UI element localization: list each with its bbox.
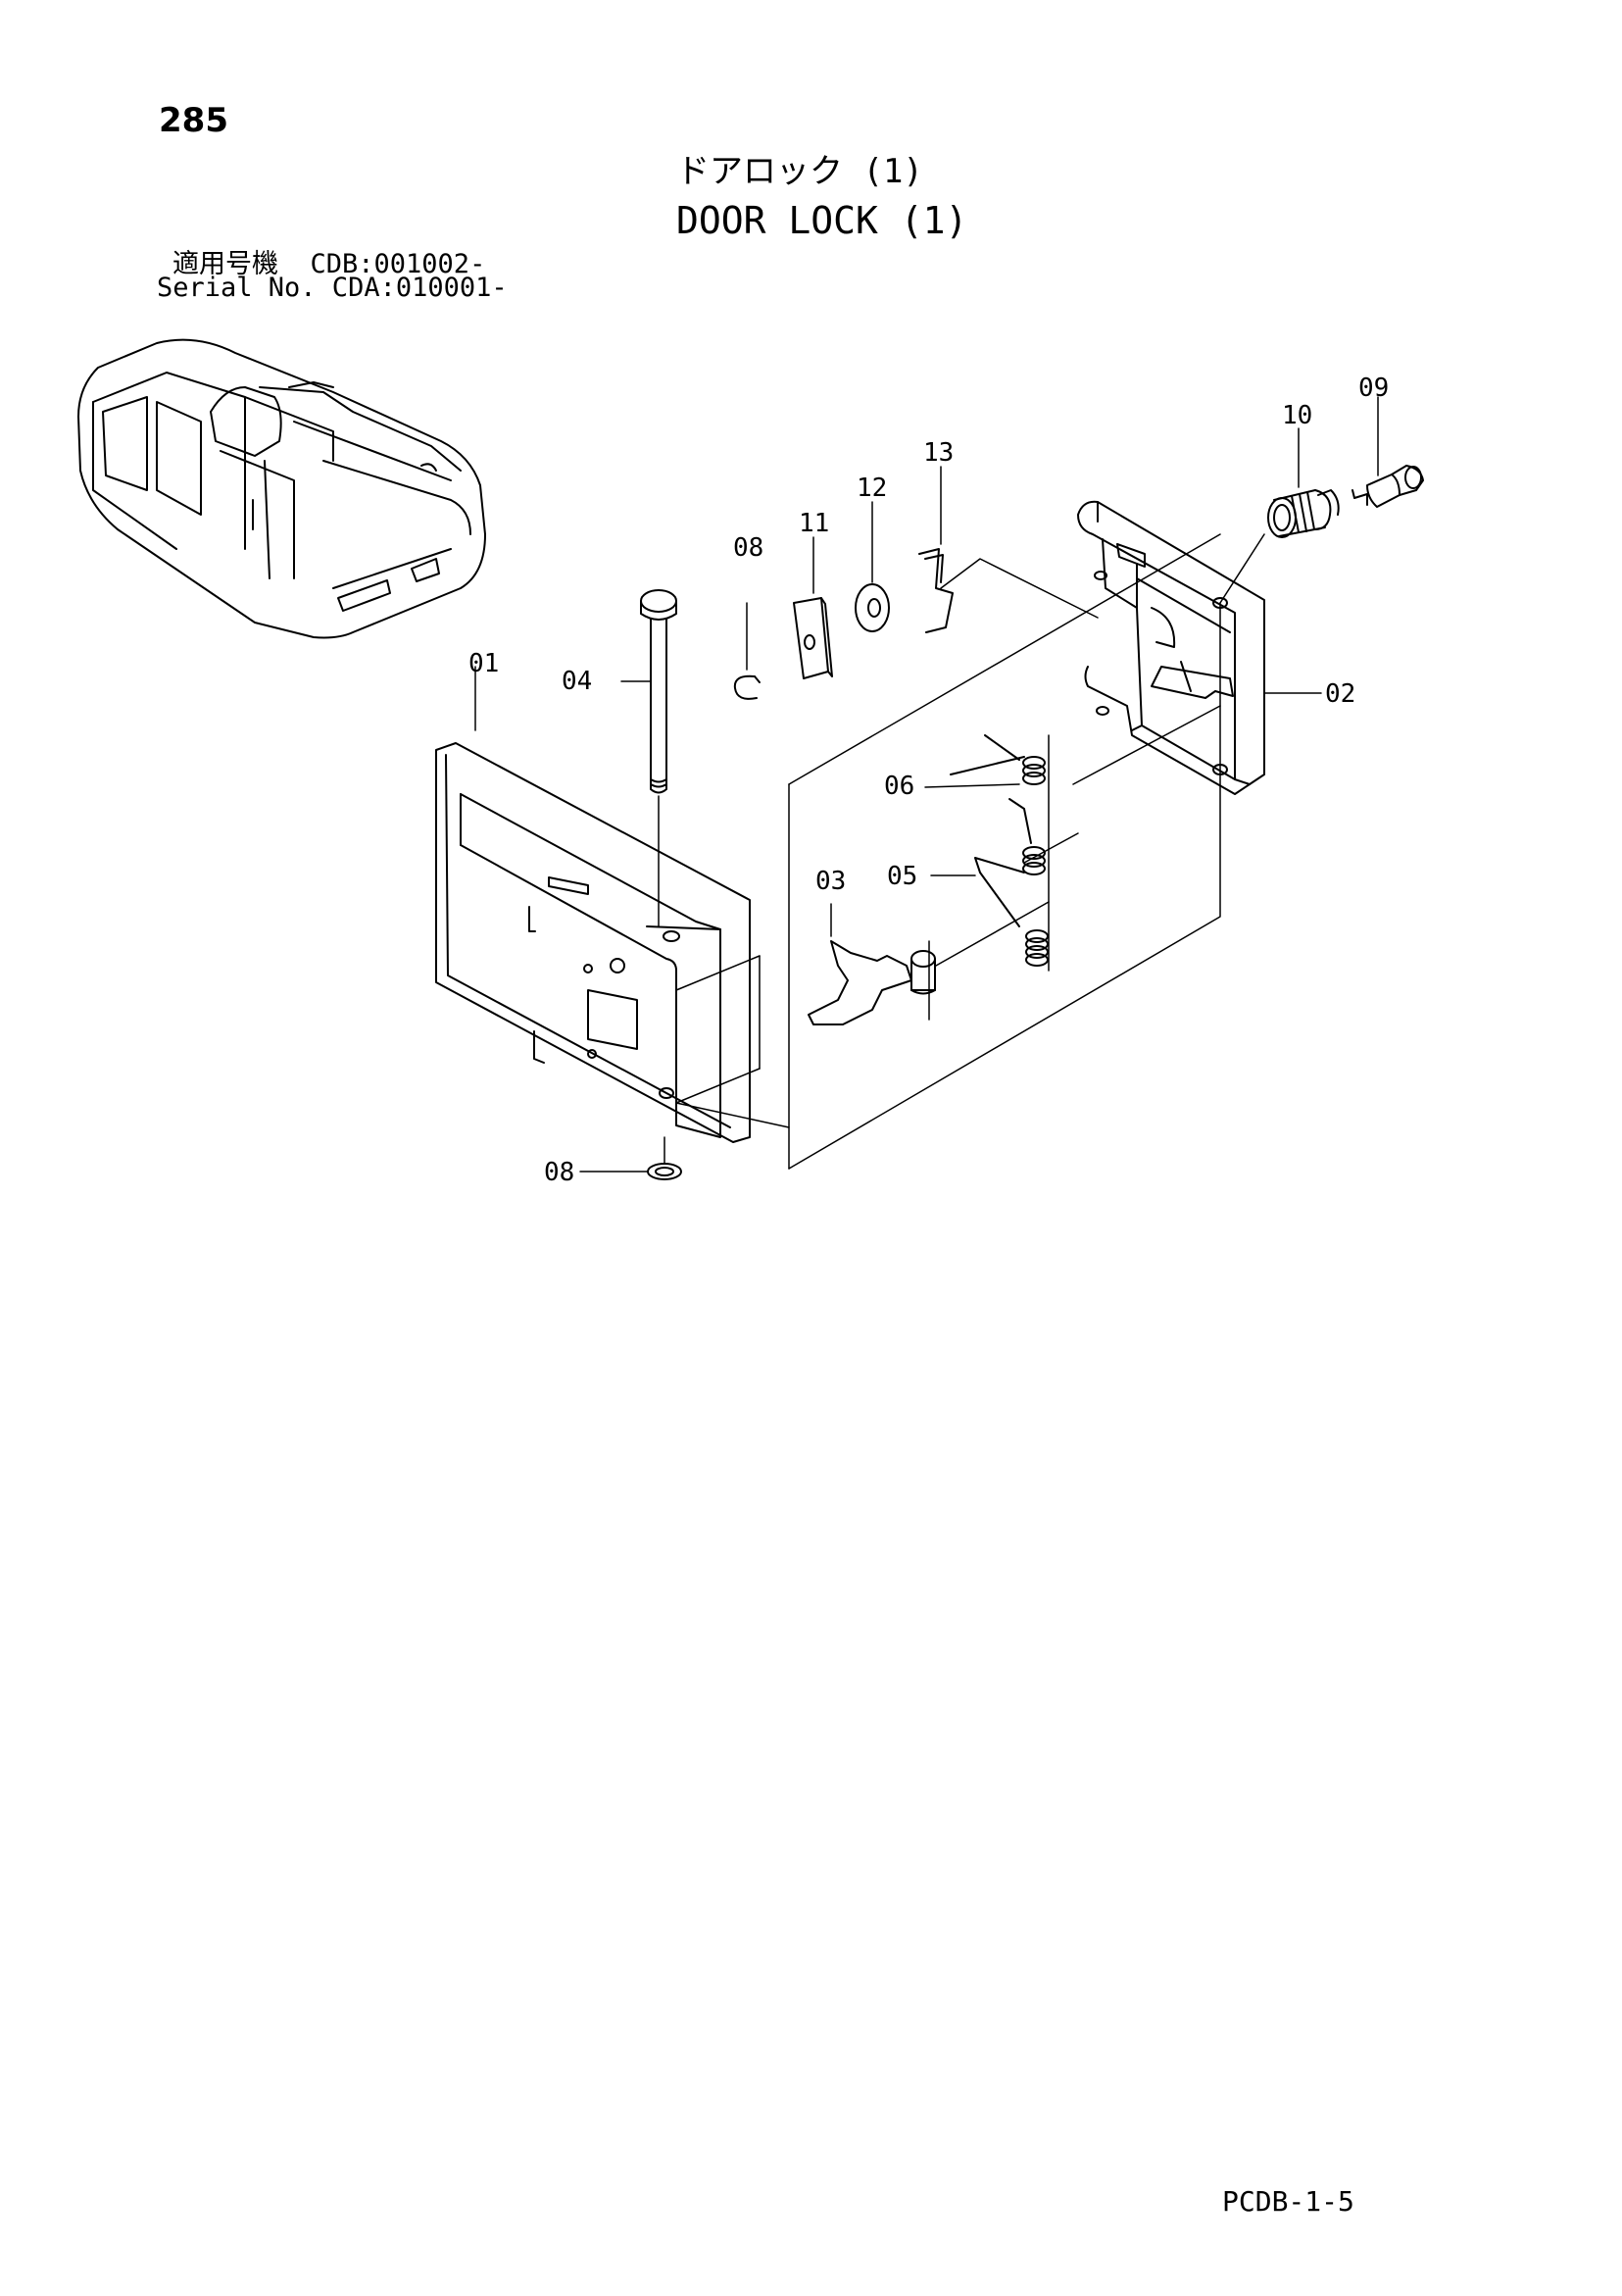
part-11-plate [793,536,833,679]
part-06-spring [924,734,1046,788]
footer-page-code: PCDB-1-5 [1222,2185,1354,2218]
callout-13: 13 [923,438,954,468]
part-08-e-ring-upper [733,602,761,700]
page-number: 285 [159,101,228,140]
callout-06: 06 [884,772,914,801]
callout-03: 03 [815,867,846,896]
part-04-pin [620,589,677,927]
part-13-clip [918,466,954,633]
assembly-lines [675,533,1221,1170]
callout-02: 02 [1325,679,1355,709]
part-01-lock-plate [435,666,751,1143]
part-08-e-ring-lower [579,1136,682,1180]
callout-08-upper: 08 [733,533,763,563]
part-02-bracket [1077,500,1322,795]
callout-12: 12 [857,474,887,503]
callout-09: 09 [1358,374,1389,403]
excavator-thumbnail [77,338,486,639]
callout-11: 11 [799,509,829,538]
serial-number-line: Serial No. CDA:010001- [157,273,508,303]
part-03-latch [808,903,936,1025]
part-12-washer [855,501,890,632]
part-10-bushing [1219,427,1340,604]
callout-10: 10 [1282,401,1312,430]
part-09-plunger [1352,396,1424,508]
page-title: DOOR LOCK (1) [676,199,968,242]
page-title-japanese: ドアロック (1) [676,152,923,191]
callout-04: 04 [562,667,592,696]
callout-05: 05 [887,862,917,891]
part-05-spring [930,798,1049,967]
callout-labels: 01 02 03 04 05 06 08 08 09 10 11 12 13 [468,374,1389,1187]
applicable-model-line: 適用号機 CDB:001002- [172,249,486,279]
callout-01: 01 [468,649,499,678]
callout-08-lower: 08 [544,1158,574,1187]
